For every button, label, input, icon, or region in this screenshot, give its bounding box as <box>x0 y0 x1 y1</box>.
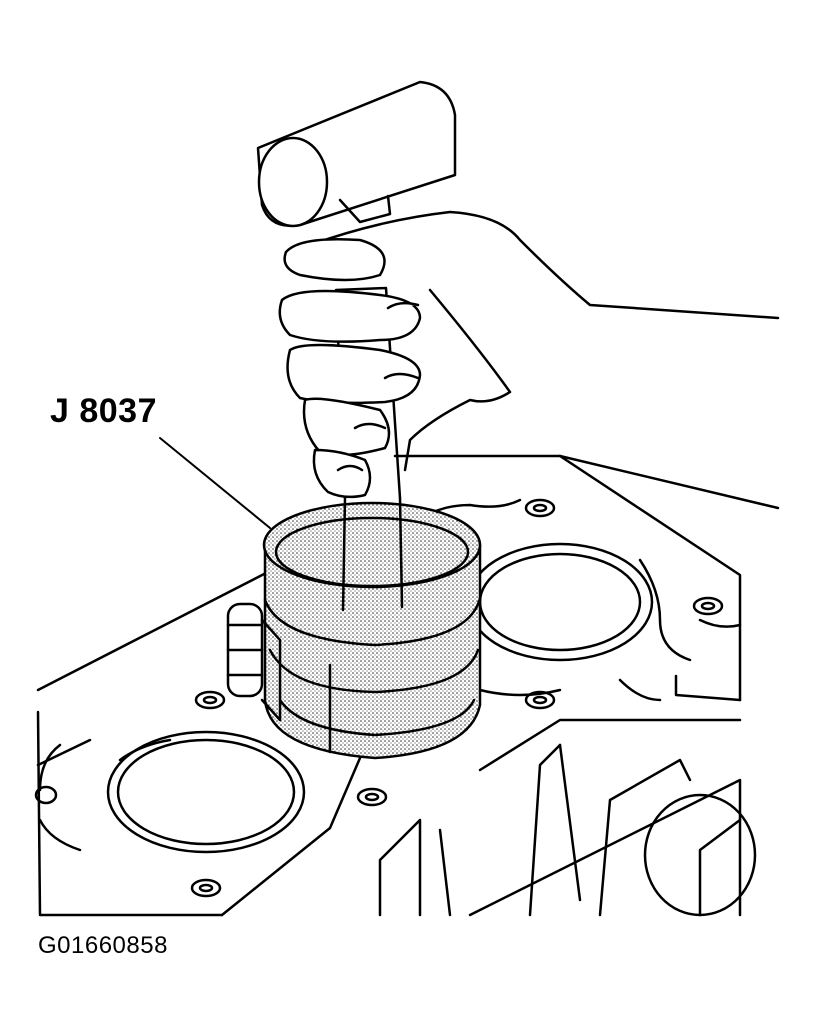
tool-callout-label: J 8037 <box>50 392 157 430</box>
hand <box>280 212 778 497</box>
hammer <box>258 82 455 610</box>
ring-compressor-tool <box>228 503 480 758</box>
figure-id-label: G01660858 <box>38 932 168 959</box>
cylinder-bores <box>108 544 755 915</box>
bolt-holes <box>36 500 722 896</box>
callout-leader-line <box>160 438 270 528</box>
